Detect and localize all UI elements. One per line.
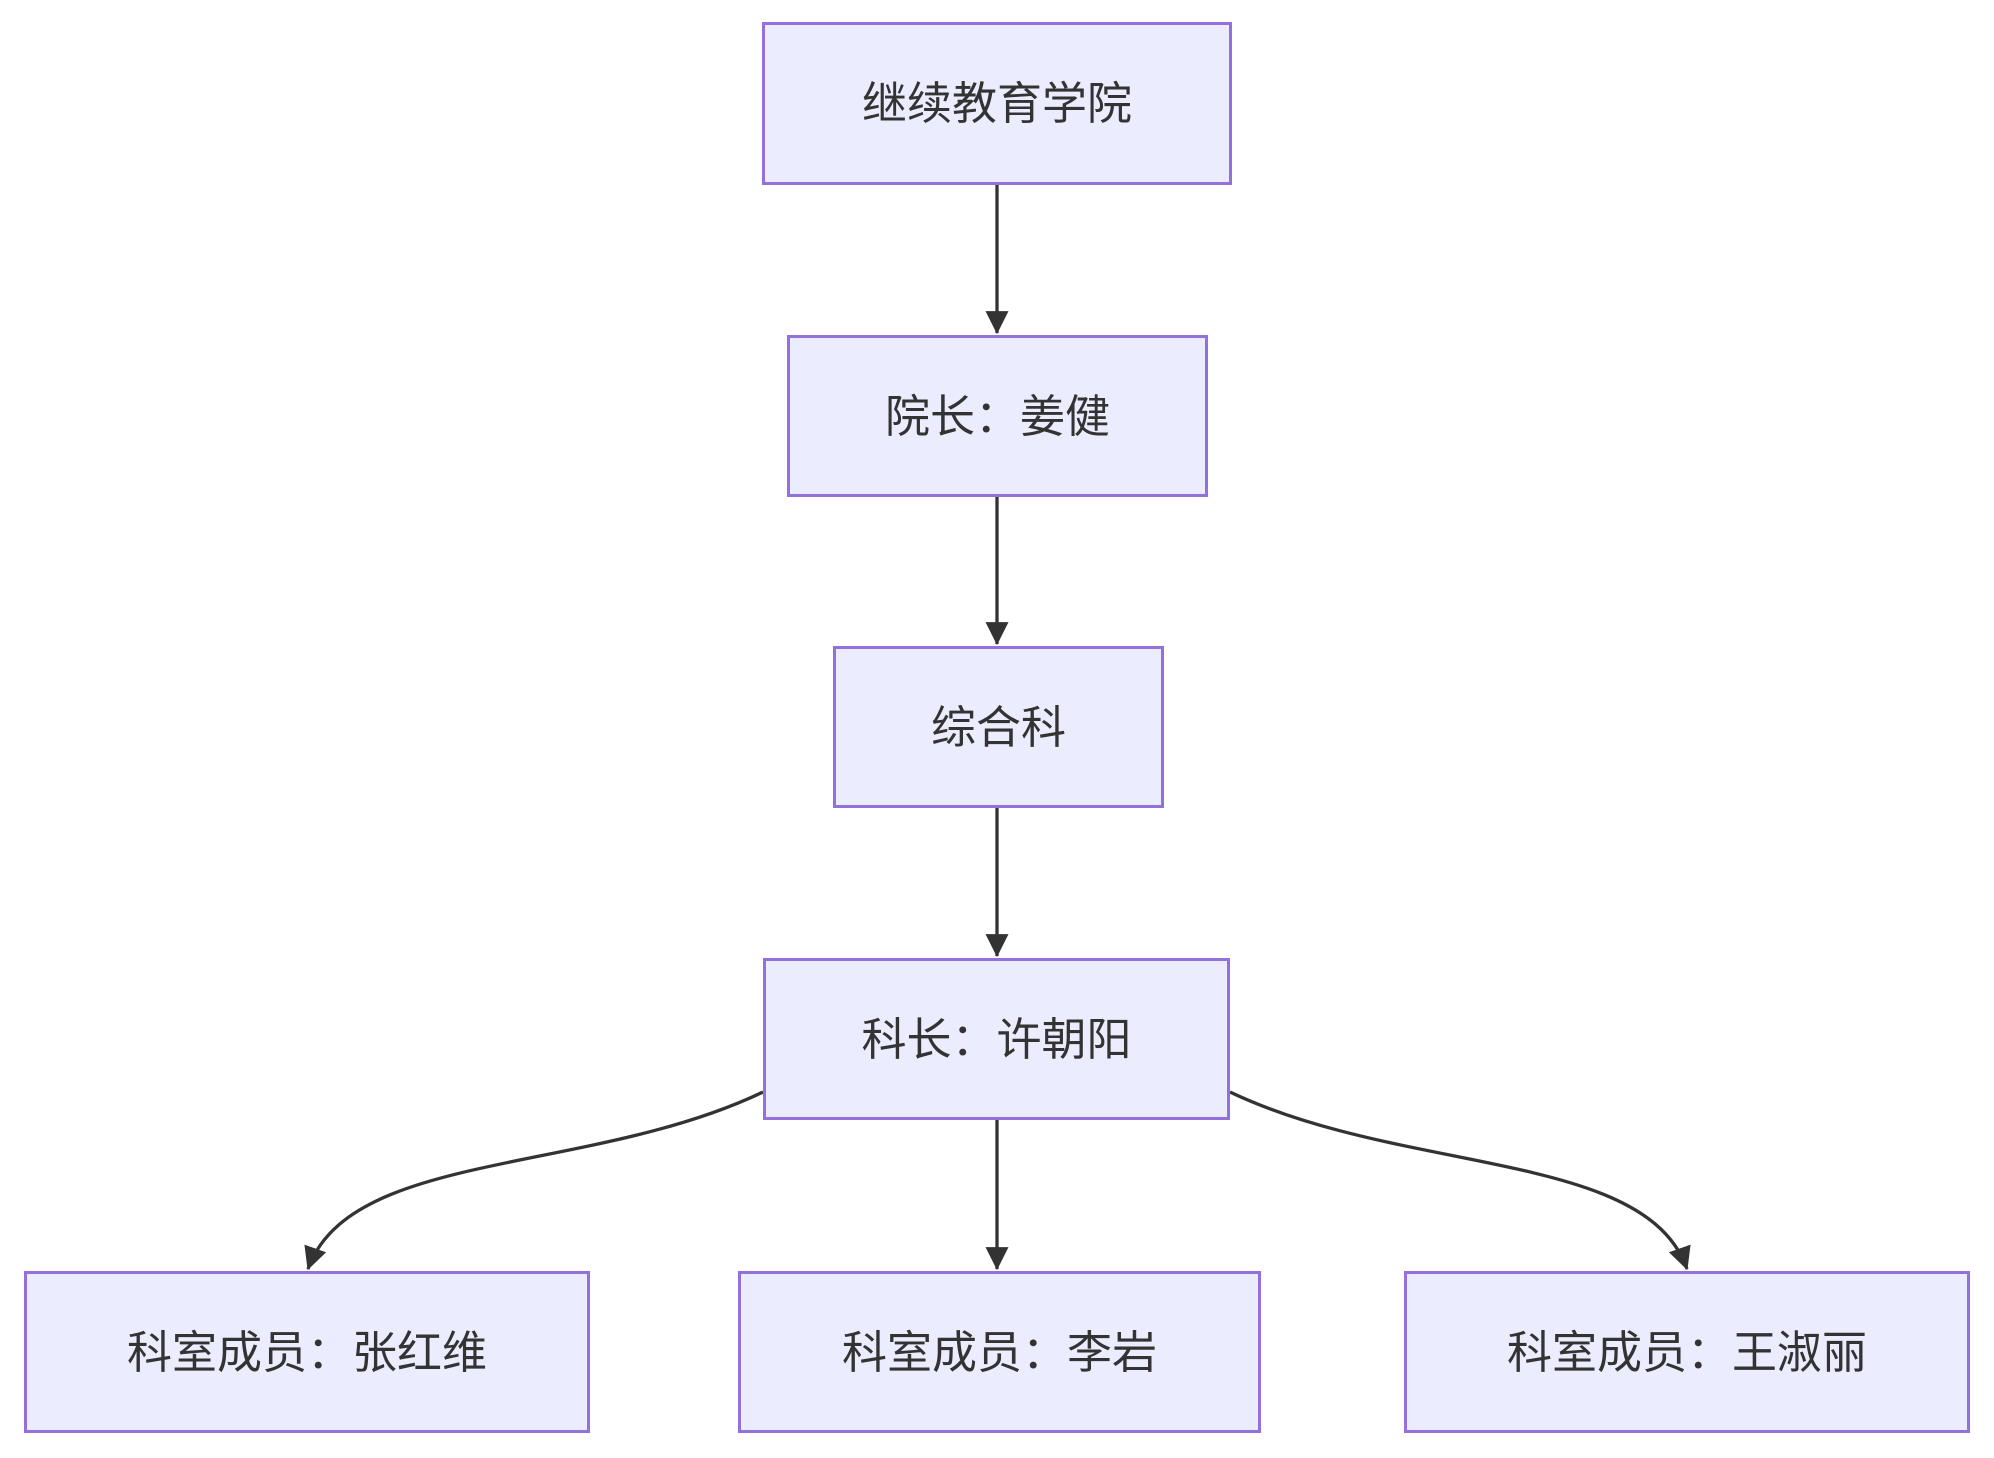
node-section-label: 综合科 [930,701,1066,753]
node-section: 综合科 [833,646,1164,808]
node-member-2-label: 科室成员：李岩 [841,1326,1157,1378]
edge-chief-member-3 [1229,1090,1691,1271]
node-dean: 院长：姜健 [787,335,1208,497]
node-chief: 科长：许朝阳 [763,958,1230,1120]
edge-chief-member-1 [304,1090,764,1271]
node-member-1-label: 科室成员：张红维 [126,1326,487,1378]
node-member-3-label: 科室成员：王淑丽 [1506,1326,1867,1378]
node-member-3: 科室成员：王淑丽 [1404,1271,1970,1433]
node-college: 继续教育学院 [762,22,1232,185]
node-chief-label: 科长：许朝阳 [861,1013,1132,1065]
node-college-label: 继续教育学院 [861,78,1132,129]
node-dean-label: 院长：姜健 [884,390,1110,442]
node-member-2: 科室成员：李岩 [738,1271,1261,1433]
node-member-1: 科室成员：张红维 [24,1271,590,1433]
